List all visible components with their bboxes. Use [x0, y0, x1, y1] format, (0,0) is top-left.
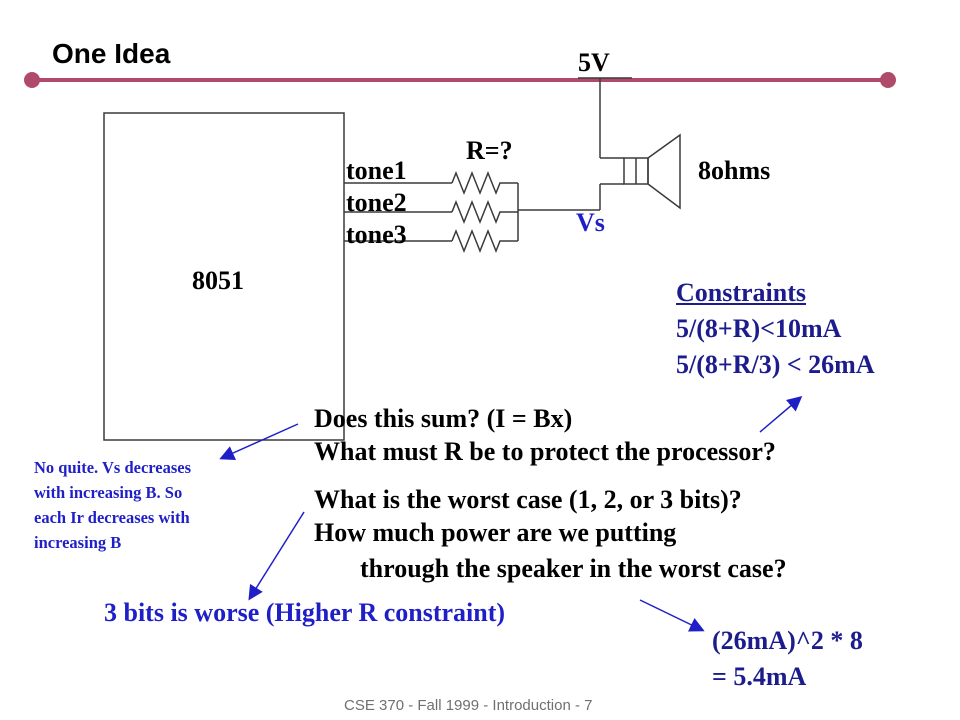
resistor-2 — [451, 199, 518, 225]
supply-label: 5V — [578, 48, 610, 77]
chip-label: 8051 — [192, 266, 244, 295]
arrow-to-worst-case-note — [248, 511, 305, 601]
chip-8051 — [103, 112, 345, 441]
sum-answer-line-1: No quite. Vs decreases — [34, 458, 192, 477]
arrow-to-constraints — [759, 396, 803, 433]
vs-label: Vs — [576, 208, 605, 237]
question-2: What must R be to protect the processor? — [314, 437, 776, 466]
sum-answer-line-3: each Ir decreases with — [34, 508, 190, 527]
question-1: Does this sum? (I = Bx) — [314, 404, 573, 433]
tone2-label: tone2 — [346, 188, 407, 217]
worst-case-answer: 3 bits is worse (Higher R constraint) — [104, 598, 506, 627]
title-rule-left-dot — [24, 72, 40, 88]
tone1-label: tone1 — [346, 156, 407, 185]
arrow-to-power-note — [639, 599, 705, 632]
resistor-label: R=? — [466, 136, 513, 165]
sum-answer-line-2: with increasing B. So — [34, 483, 183, 502]
resistor-3 — [451, 228, 518, 254]
constraints-heading: Constraints — [676, 278, 807, 307]
slide-footer: CSE 370 - Fall 1999 - Introduction - 7 — [344, 697, 593, 714]
tone3-label: tone3 — [346, 220, 407, 249]
slide-title: One Idea — [52, 38, 171, 69]
constraint-line-2: 5/(8+R/3) < 26mA — [676, 350, 875, 379]
power-answer-line-1: (26mA)^2 * 8 — [712, 626, 863, 655]
speaker-cone — [647, 133, 681, 210]
constraint-line-1: 5/(8+R)<10mA — [676, 314, 842, 343]
question-4: How much power are we putting — [314, 518, 677, 547]
resistor-1 — [451, 170, 518, 196]
power-answer-line-2: = 5.4mA — [712, 662, 807, 691]
question-4-continued: through the speaker in the worst case? — [360, 554, 787, 583]
speaker-label: 8ohms — [698, 156, 771, 185]
question-3: What is the worst case (1, 2, or 3 bits)… — [314, 485, 742, 514]
sum-answer-line-4: increasing B — [34, 533, 122, 552]
title-rule-right-dot — [880, 72, 896, 88]
arrow-to-sum-note — [219, 423, 299, 460]
